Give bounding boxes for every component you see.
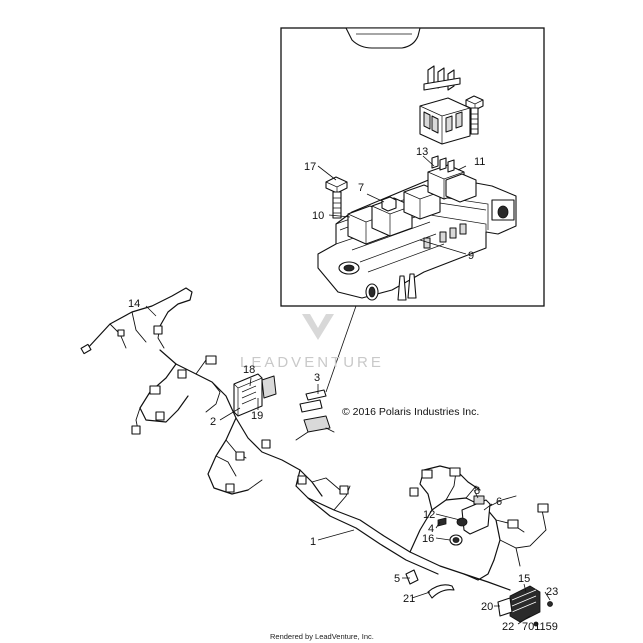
connector-8	[473, 495, 485, 505]
watermark: LEADVENTURE	[240, 314, 384, 371]
clip-5	[405, 569, 419, 585]
callout-13: 13	[416, 146, 428, 158]
main-trunk-1	[295, 469, 511, 591]
callout-8: 8	[474, 485, 480, 497]
clip-4	[437, 517, 447, 527]
callout-16: 16	[422, 533, 434, 545]
callout-18: 18	[243, 364, 255, 376]
harness-2	[159, 349, 323, 497]
voltage-regulator	[497, 585, 553, 627]
bracket-6	[461, 499, 491, 535]
harness-14	[85, 287, 193, 351]
main-harness	[80, 287, 553, 627]
callout-11: 11	[474, 156, 485, 168]
bolt-17	[325, 176, 348, 219]
callout-3: 3	[314, 372, 320, 384]
callout-22: 22	[502, 621, 514, 633]
callout-7: 7	[358, 182, 364, 194]
callout-10: 10	[312, 210, 324, 222]
callout-12: 12	[423, 509, 435, 521]
clip-12	[456, 517, 468, 527]
callout-5: 5	[394, 573, 400, 585]
callout-19: 19	[251, 410, 263, 422]
callout-2: 2	[210, 416, 216, 428]
part-3-connectors	[295, 389, 335, 441]
callout-21: 21	[403, 593, 415, 605]
callouts: 13 11 17 7 10 9 14 18 3 2 19 1 8 6 12 4 …	[128, 146, 558, 633]
callout-23: 23	[546, 586, 558, 598]
callout-20: 20	[481, 601, 493, 613]
spare-fuses	[423, 65, 461, 91]
callout-6: 6	[496, 496, 502, 508]
callout-17: 17	[304, 161, 316, 173]
relays	[347, 155, 477, 245]
diagram-number: 701159	[522, 621, 558, 633]
watermark-text: LEADVENTURE	[240, 354, 384, 371]
detail-inset	[280, 27, 545, 307]
fuse-block	[419, 97, 471, 145]
callout-4: 4	[428, 523, 434, 535]
upper-housing-part	[345, 27, 421, 49]
callout-leaders	[145, 305, 551, 625]
callout-14: 14	[128, 298, 140, 310]
callout-15: 15	[518, 573, 530, 585]
bolt-upper	[465, 95, 484, 135]
footer-credit: Rendered by LeadVenture, Inc.	[270, 632, 374, 641]
inset-connector-line	[325, 305, 357, 393]
callout-9: 9	[468, 250, 474, 262]
copyright-text: © 2016 Polaris Industries Inc.	[342, 406, 479, 418]
callout-1: 1	[310, 536, 316, 548]
strap-21	[427, 584, 455, 599]
